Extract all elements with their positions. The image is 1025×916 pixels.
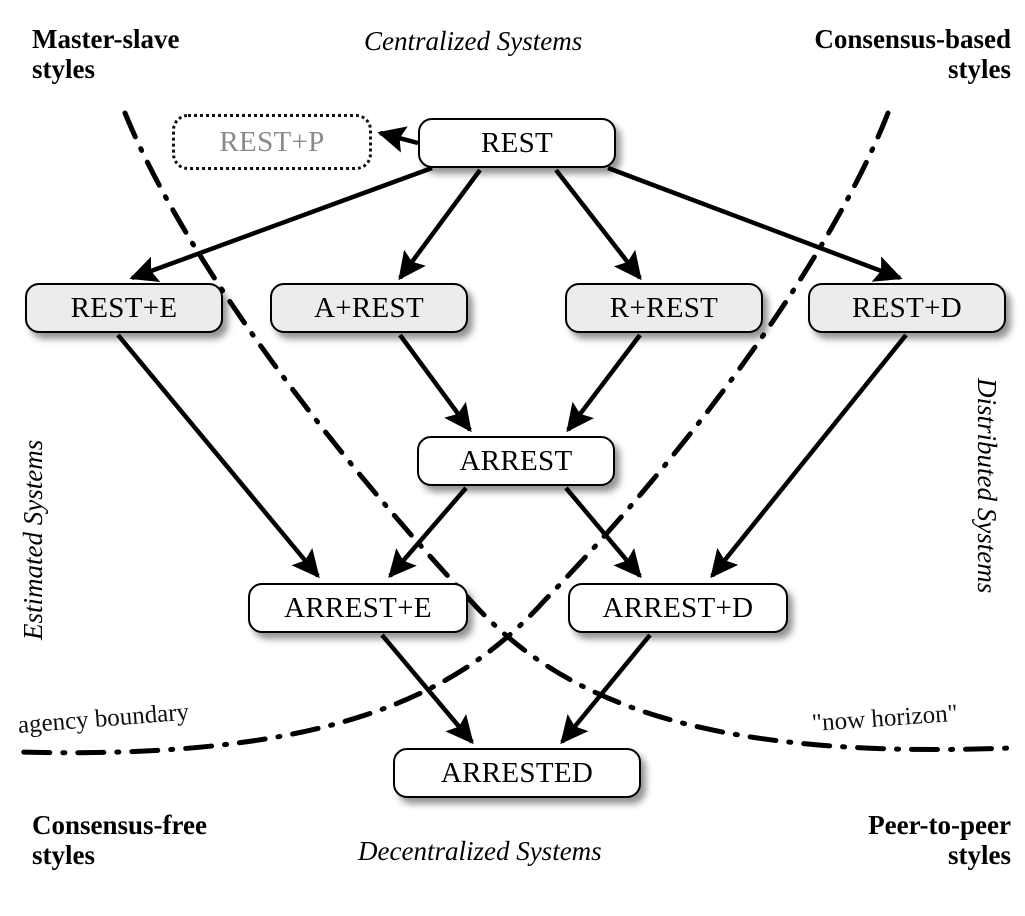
edge-a-rest-to-arrest xyxy=(398,333,472,433)
edge-arrest-d-to-arrested xyxy=(560,633,652,745)
axis-label-estimated: Estimated Systems xyxy=(18,439,48,640)
corner-label-master-slave: Master-slave styles xyxy=(32,24,180,85)
edge-r-rest-to-arrest xyxy=(566,333,642,433)
derivation-arrows xyxy=(116,126,908,745)
node-a-rest[interactable]: A+REST xyxy=(270,283,468,333)
node-label: ARREST+D xyxy=(602,591,754,624)
node-rest-d[interactable]: REST+D xyxy=(808,283,1006,333)
edge-rest-d-to-arrest-d xyxy=(710,333,908,579)
node-label: A+REST xyxy=(314,291,424,324)
corner-label-consensus-based: Consensus-based styles xyxy=(814,24,1011,85)
node-arrested[interactable]: ARRESTED xyxy=(393,748,641,798)
edge-rest-to-r-rest xyxy=(554,168,642,281)
edge-arrest-to-arrest-d xyxy=(564,486,642,579)
edge-rest-to-rest-d xyxy=(607,165,903,282)
node-label: REST+D xyxy=(852,291,962,324)
edge-rest-to-rest-e xyxy=(129,165,433,282)
node-rest-p[interactable]: REST+P xyxy=(172,114,372,170)
axis-label-distributed: Distributed Systems xyxy=(972,378,1002,594)
node-rest-e[interactable]: REST+E xyxy=(25,283,223,333)
node-arrest[interactable]: ARREST xyxy=(417,436,615,486)
axis-label-centralized: Centralized Systems xyxy=(364,26,583,56)
node-label: ARREST xyxy=(459,444,573,477)
axis-label-decentralized: Decentralized Systems xyxy=(358,836,602,866)
node-label: REST+P xyxy=(219,125,325,158)
node-label: REST+E xyxy=(70,291,178,324)
edge-rest-e-to-arrest-e xyxy=(116,333,320,579)
node-r-rest[interactable]: R+REST xyxy=(565,283,763,333)
edge-rest-to-a-rest xyxy=(398,168,482,281)
agency-boundary-curve xyxy=(122,110,1013,753)
corner-label-consensus-free: Consensus-free styles xyxy=(32,810,207,871)
node-label: ARRESTED xyxy=(440,756,594,789)
edge-rest-to-rest-p xyxy=(377,126,419,153)
node-label: ARREST+E xyxy=(284,591,432,624)
now-horizon-curve xyxy=(15,110,891,756)
edge-arrest-to-arrest-e xyxy=(388,486,468,579)
edge-arrest-e-to-arrested xyxy=(380,633,474,745)
node-arrest-e[interactable]: ARREST+E xyxy=(248,583,468,633)
corner-label-peer-to-peer: Peer-to-peer styles xyxy=(868,810,1011,871)
node-label: REST xyxy=(480,126,554,159)
node-arrest-d[interactable]: ARREST+D xyxy=(568,583,788,633)
node-label: R+REST xyxy=(609,291,719,324)
boundary-curves xyxy=(15,110,1013,756)
node-rest[interactable]: REST xyxy=(418,118,616,168)
